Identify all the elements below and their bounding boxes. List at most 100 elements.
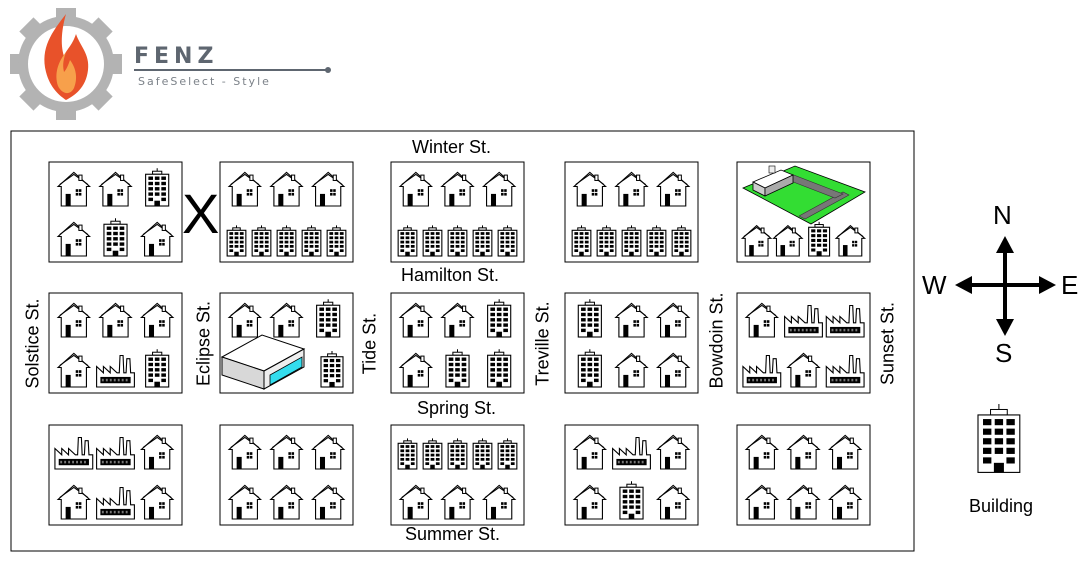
compass-north: N xyxy=(993,200,1012,230)
house-icon xyxy=(655,434,691,470)
house-icon xyxy=(827,434,863,470)
house-icon xyxy=(310,434,346,470)
house-icon xyxy=(440,171,475,207)
building-icon xyxy=(145,168,170,207)
city-block xyxy=(219,292,354,394)
fenz-logo xyxy=(10,8,331,120)
house-icon xyxy=(56,484,92,520)
building-icon xyxy=(577,299,602,338)
compass-south: S xyxy=(995,338,1013,368)
building-icon xyxy=(808,221,831,257)
building-icon xyxy=(316,299,341,338)
city-block xyxy=(48,424,183,526)
city-block xyxy=(390,161,525,263)
house-icon xyxy=(655,484,691,520)
house-icon xyxy=(827,484,863,520)
compass-west: W xyxy=(922,270,947,300)
city-block xyxy=(219,424,354,526)
house-icon xyxy=(139,221,175,257)
house-icon xyxy=(269,484,304,520)
compass-arrows-icon xyxy=(955,236,1056,336)
city-block xyxy=(564,161,699,263)
house-icon xyxy=(398,484,434,520)
street-winter: Winter St. xyxy=(412,137,492,157)
building-icon xyxy=(621,225,642,257)
street-spring: Spring St. xyxy=(417,398,497,418)
city-block xyxy=(736,424,871,526)
house-icon xyxy=(655,302,691,338)
building-icon xyxy=(445,349,470,388)
house-icon xyxy=(56,302,92,338)
airport-icon xyxy=(742,165,866,225)
building-icon xyxy=(320,351,344,388)
house-icon xyxy=(744,302,780,338)
house-icon xyxy=(740,224,773,257)
factory-icon xyxy=(742,354,782,388)
brand-tagline: SafeSelect - Style xyxy=(138,75,271,88)
building-icon xyxy=(487,299,512,338)
building-icon xyxy=(326,225,347,257)
building-icon xyxy=(103,218,128,257)
factory-icon xyxy=(825,354,865,388)
house-icon xyxy=(440,484,475,520)
compass-east: E xyxy=(1061,270,1079,300)
building-icon xyxy=(472,438,493,470)
street-eclipse: Eclipse St. xyxy=(193,300,214,387)
house-icon xyxy=(398,302,434,338)
warehouse-icon xyxy=(220,334,306,390)
building-icon xyxy=(596,225,617,257)
building-icon xyxy=(646,225,667,257)
factory-icon xyxy=(612,436,651,470)
house-icon xyxy=(98,302,133,338)
house-icon xyxy=(139,434,175,470)
city-block xyxy=(736,161,871,263)
house-icon xyxy=(398,352,434,388)
factory-icon xyxy=(54,436,94,470)
building-icon xyxy=(422,438,443,470)
city-block xyxy=(390,424,525,526)
street-solstice: Solstice St. xyxy=(22,298,43,389)
city-block xyxy=(219,161,354,263)
house-icon xyxy=(227,171,263,207)
building-icon xyxy=(397,438,418,470)
building-icon xyxy=(571,225,592,257)
street-hamilton: Hamilton St. xyxy=(401,265,500,285)
street-bowdoin: Bowdoin St. xyxy=(706,292,727,389)
building-icon xyxy=(671,225,692,257)
house-icon xyxy=(614,302,649,338)
house-icon xyxy=(98,171,133,207)
street-sunset: Sunset St. xyxy=(877,301,898,386)
factory-icon xyxy=(96,486,135,520)
factory-icon xyxy=(96,354,135,388)
house-icon xyxy=(227,484,263,520)
building-icon xyxy=(397,225,418,257)
house-icon xyxy=(481,484,517,520)
house-icon xyxy=(56,221,92,257)
building-icon xyxy=(276,225,297,257)
house-icon xyxy=(772,224,804,257)
house-icon xyxy=(269,302,304,338)
house-icon xyxy=(786,434,821,470)
street-summer: Summer St. xyxy=(405,524,501,544)
house-icon xyxy=(227,302,263,338)
building-icon xyxy=(226,225,247,257)
legend-label: Building xyxy=(969,496,1034,516)
house-icon xyxy=(572,434,608,470)
house-icon xyxy=(744,484,780,520)
house-icon xyxy=(834,224,867,257)
factory-icon xyxy=(96,436,135,470)
marker-x: X xyxy=(182,182,220,245)
house-icon xyxy=(572,171,608,207)
building-icon xyxy=(577,349,602,388)
house-icon xyxy=(56,171,92,207)
house-icon xyxy=(440,302,475,338)
building-icon xyxy=(977,404,1021,473)
building-icon xyxy=(251,225,272,257)
house-icon xyxy=(139,302,175,338)
city-block xyxy=(48,161,183,263)
street-treville: Treville St. xyxy=(532,301,553,386)
house-icon xyxy=(655,171,691,207)
building-icon xyxy=(301,225,322,257)
building-icon xyxy=(977,404,1021,473)
building-icon xyxy=(447,438,468,470)
